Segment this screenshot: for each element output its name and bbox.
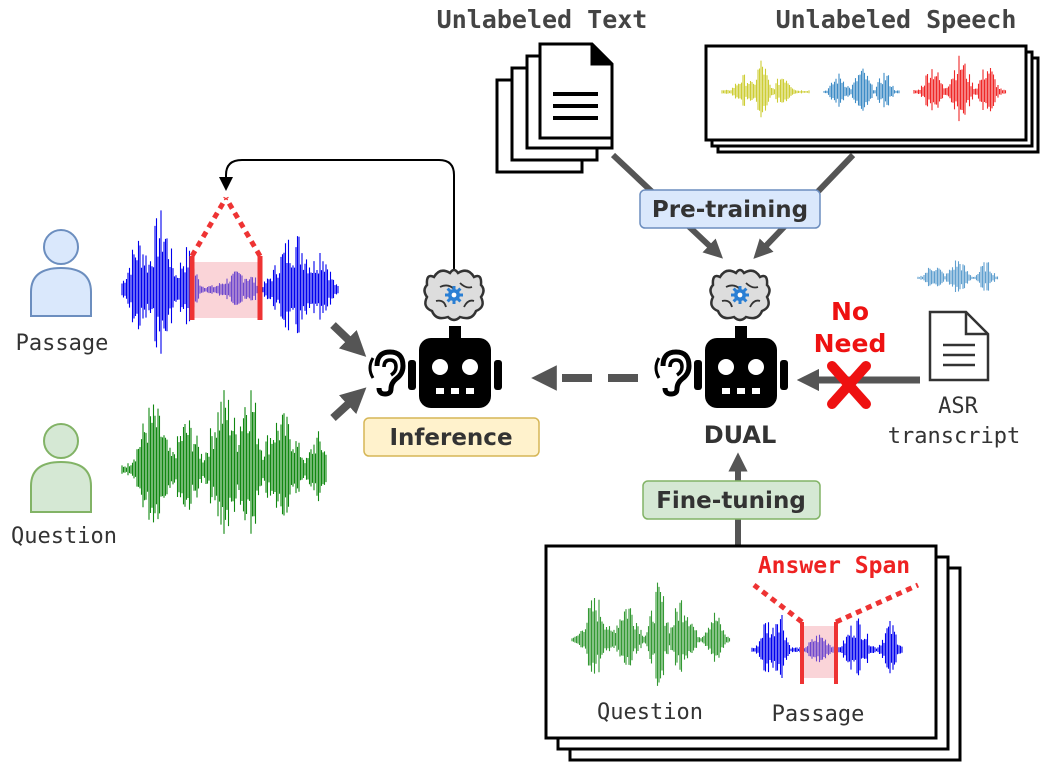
question-label-left: Question — [11, 524, 117, 549]
passage-label-left: Passage — [16, 331, 109, 356]
transcript-label: transcript — [888, 424, 1020, 449]
dual-ear-icon — [654, 349, 692, 397]
asr-document-icon — [928, 310, 990, 382]
pretraining-label: Pre-training — [652, 197, 808, 223]
no-need-cross-icon — [827, 361, 871, 409]
question-waveform-bottom — [571, 582, 731, 686]
span-output-arrow — [219, 159, 455, 270]
dual-label: DUAL — [704, 421, 777, 449]
answer-span-label: Answer Span — [758, 553, 910, 579]
question-to-model-arrow — [330, 387, 367, 421]
need-label: Need — [814, 329, 887, 358]
finetuning-label: Fine-tuning — [656, 488, 806, 514]
passage-label-bottom: Passage — [772, 702, 865, 727]
inference-ear-icon — [368, 349, 406, 397]
unlabeled-text-document-stack — [495, 42, 614, 174]
answer-span-highlight-bottom — [752, 582, 920, 684]
finetuning-label-box: Fine-tuning — [642, 480, 821, 520]
unlabeled-speech-label: Unlabeled Speech — [776, 5, 1017, 34]
unlabeled-speech-waves — [721, 55, 1007, 122]
dual-brain-gear-icon — [709, 268, 771, 322]
question-label-bottom: Question — [597, 700, 703, 725]
dual-robot-icon — [694, 326, 788, 408]
question-waveform-left — [121, 390, 327, 534]
unlabeled-text-label: Unlabeled Text — [437, 5, 648, 34]
inference-robot-icon — [408, 326, 502, 408]
unlabeled-speech-card-stack — [704, 44, 1040, 154]
inference-brain-gear-icon — [423, 268, 485, 322]
asr-speech-waveform — [917, 260, 999, 292]
passage-to-model-arrow — [330, 322, 367, 357]
document-icon — [553, 92, 598, 120]
question-speaker-person-icon — [30, 423, 92, 513]
answer-span-highlight-left — [189, 196, 263, 320]
inference-label-box: Inference — [363, 417, 540, 457]
inference-label: Inference — [389, 425, 512, 451]
asr-label: ASR — [938, 394, 978, 419]
no-label: No — [831, 297, 869, 326]
passage-speaker-person-icon — [30, 229, 92, 317]
pretraining-label-box: Pre-training — [639, 189, 821, 229]
